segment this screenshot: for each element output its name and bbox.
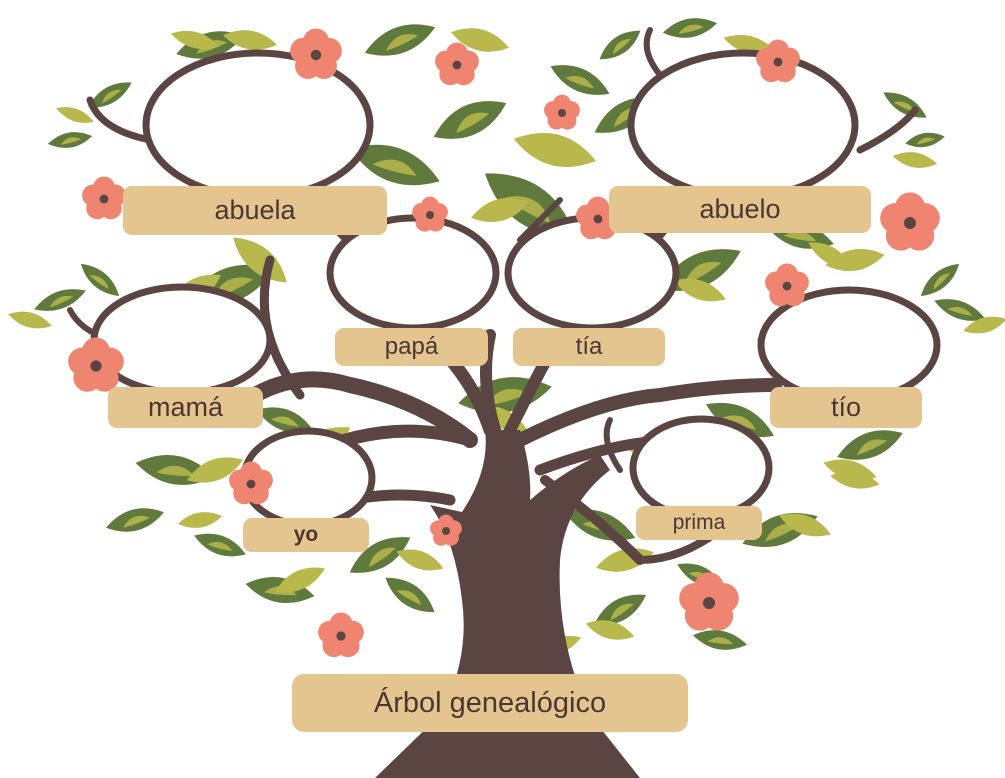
leaf-icon (360, 15, 439, 65)
leaf-icon (892, 149, 939, 172)
portrait-frame (146, 53, 370, 197)
portrait-frame (633, 419, 769, 517)
leaf-icon (916, 258, 965, 303)
portrait-frame (761, 290, 937, 400)
leaf-icon (595, 23, 646, 66)
leaf-icon (191, 527, 249, 563)
flower-icon (290, 28, 342, 78)
flower-icon (679, 572, 739, 630)
flower-icon (318, 613, 364, 658)
flower-icon (82, 177, 126, 220)
label-yo: yo (243, 518, 369, 552)
leaf-icon (510, 124, 600, 176)
leaf-icon (76, 258, 125, 303)
leaf-icon (31, 282, 89, 317)
label-papa: papá (335, 328, 488, 366)
label-tia: tía (513, 328, 665, 366)
portrait-frame (631, 53, 855, 197)
label-abuela: abuela (123, 186, 387, 235)
leaf-icon (177, 509, 224, 532)
flower-icon (435, 43, 479, 86)
label-prima: prima (636, 506, 762, 540)
flower-icon (544, 95, 580, 130)
leaf-icon (904, 130, 946, 150)
leaf-icon (661, 14, 718, 42)
label-tio: tío (770, 387, 922, 428)
flower-icon (765, 264, 809, 307)
leaf-icon (546, 56, 614, 104)
diagram-title: Árbol genealógico (292, 674, 688, 732)
portrait-frame (94, 287, 270, 393)
leaf-icon (427, 90, 512, 151)
leaf-icon (47, 129, 94, 152)
label-mama: mamá (108, 387, 263, 428)
flower-icon (412, 197, 448, 232)
flower-icon (880, 192, 940, 250)
leaf-icon (103, 502, 166, 538)
label-abuelo: abuelo (609, 186, 871, 233)
leaf-icon (379, 569, 440, 621)
